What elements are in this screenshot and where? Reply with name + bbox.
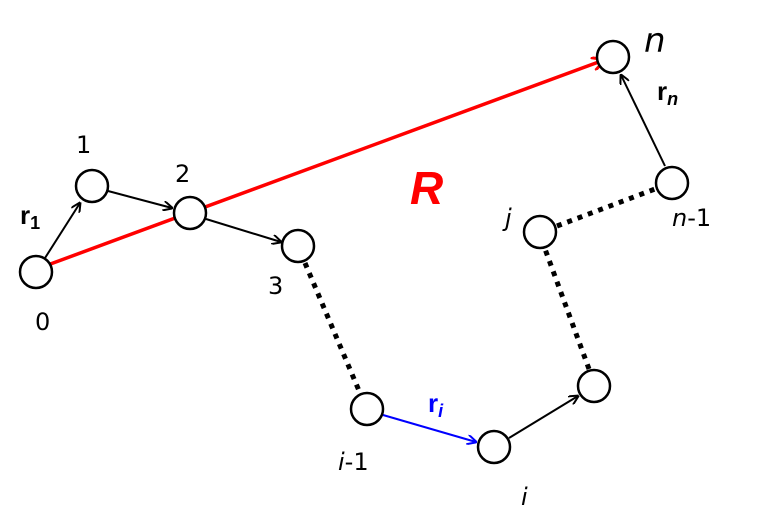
dotted-bond-j-to-n-1 bbox=[556, 186, 656, 229]
ri-sub: i bbox=[438, 401, 444, 421]
bond-i-forward bbox=[508, 396, 578, 439]
node-j bbox=[522, 214, 558, 250]
label-node-1: 1 bbox=[76, 131, 91, 159]
label-node-3: 3 bbox=[268, 272, 283, 300]
label-suffix: -1 bbox=[345, 448, 369, 476]
label-suffix: -1 bbox=[687, 204, 711, 232]
bond-1-2 bbox=[107, 190, 172, 208]
label-node-0: 0 bbox=[35, 308, 50, 336]
label-rn: rn bbox=[657, 76, 678, 109]
label-R: R bbox=[410, 162, 443, 214]
label-node-2: 2 bbox=[175, 160, 190, 188]
rn-sub: n bbox=[667, 89, 678, 109]
node-n-1 bbox=[654, 165, 690, 201]
node-i bbox=[476, 429, 512, 465]
node-0 bbox=[18, 254, 54, 290]
bond-0-1 bbox=[44, 203, 80, 259]
end-to-end-vector-R bbox=[44, 60, 604, 268]
bond-2-3 bbox=[205, 218, 281, 242]
label-ri: ri bbox=[428, 388, 444, 421]
dotted-bond-3-to-i-1 bbox=[302, 262, 363, 394]
label-var: n bbox=[672, 204, 687, 232]
label-r1: r1 bbox=[20, 200, 40, 233]
label-node-n-1: n-1 bbox=[672, 204, 711, 232]
label-node-i-1: i-1 bbox=[338, 448, 369, 476]
node-3 bbox=[280, 228, 316, 264]
dotted-bond-to-j bbox=[542, 248, 592, 370]
label-node-n: n bbox=[644, 21, 666, 61]
r1-sub: 1 bbox=[30, 213, 40, 233]
label-var: i bbox=[338, 448, 345, 476]
bond-ri bbox=[382, 414, 476, 442]
label-node-j: j bbox=[502, 204, 512, 232]
bond-rn bbox=[621, 75, 666, 167]
label-node-i: i bbox=[521, 483, 528, 511]
node-2 bbox=[172, 195, 208, 231]
r1-main: r bbox=[20, 200, 30, 230]
ri-main: r bbox=[428, 388, 438, 418]
node-n bbox=[595, 39, 631, 75]
rn-main: r bbox=[657, 76, 667, 106]
node-1 bbox=[74, 168, 110, 204]
node-i-1 bbox=[349, 391, 385, 427]
node-i+1 bbox=[576, 368, 612, 404]
